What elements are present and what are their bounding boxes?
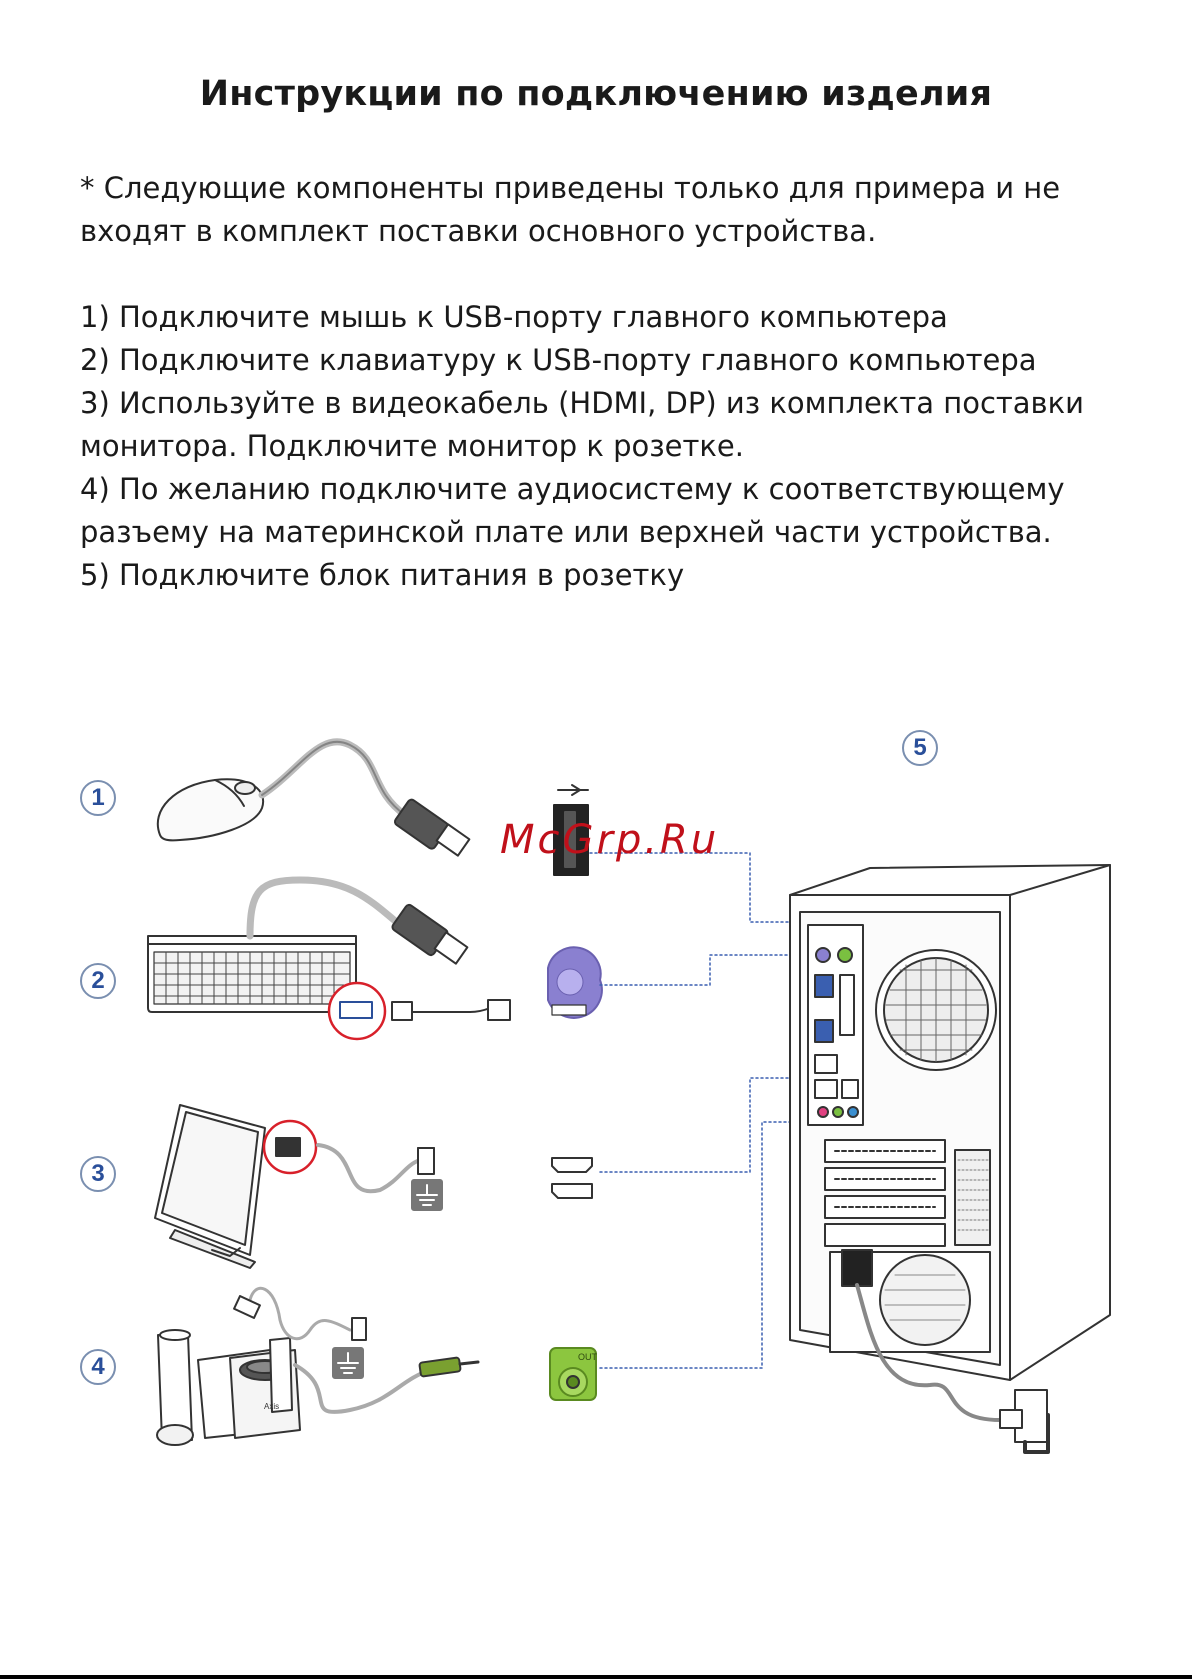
- note-line: * Следующие компоненты приведены только …: [80, 171, 1061, 205]
- ground-icon: [411, 1179, 443, 1211]
- keyboard-icon: [147, 876, 511, 1041]
- connection-diagram: [147, 738, 1111, 1454]
- step-line: 1) Подключите мышь к USB-порту главного …: [80, 300, 948, 334]
- monitor-icon: [154, 1104, 435, 1269]
- speaker-brand-label: Axis: [264, 1402, 280, 1411]
- step-line: разъему на материнской плате или верхней…: [80, 515, 1052, 549]
- watermark: McGrp.Ru: [500, 817, 720, 863]
- step-badge-2: 2: [80, 963, 116, 999]
- step-line: монитора. Подключите монитор к розетке.: [80, 429, 744, 463]
- step-line: 2) Подключите клавиатуру к USB-порту гла…: [80, 343, 1037, 377]
- displayport-icon: [551, 1183, 593, 1199]
- audio-port-label: OUT: [578, 1352, 597, 1362]
- page-title: Инструкции по подключению изделия: [199, 74, 993, 114]
- step-line: 3) Используйте в видеокабель (HDMI, DP) …: [80, 386, 1085, 420]
- bottom-border: [0, 1675, 1192, 1679]
- hdmi-port-icon: [551, 1157, 593, 1173]
- ps2-port-icon: [547, 946, 603, 1019]
- steps-list: 1) Подключите мышь к USB-порту главного …: [80, 296, 1140, 597]
- mouse-icon: [156, 738, 471, 857]
- step-badge-1: 1: [80, 780, 116, 816]
- usb-port-icon: [553, 784, 589, 876]
- speakers-icon: [156, 1287, 480, 1446]
- audio-out-port-icon: [549, 1347, 597, 1401]
- power-outlet-icon: [417, 1147, 435, 1175]
- step-badge-3: 3: [80, 1156, 116, 1192]
- note-line: входят в комплект поставки основного уст…: [80, 214, 877, 248]
- step-line: 4) По желанию подключите аудиосистему к …: [80, 472, 1065, 506]
- note-paragraph: * Следующие компоненты приведены только …: [80, 167, 1140, 253]
- step-badge-4: 4: [80, 1349, 116, 1385]
- step-line: 5) Подключите блок питания в розетку: [80, 558, 685, 592]
- pc-tower-icon: [789, 864, 1111, 1429]
- step-badge-5: 5: [902, 730, 938, 766]
- ground-icon: [332, 1347, 364, 1379]
